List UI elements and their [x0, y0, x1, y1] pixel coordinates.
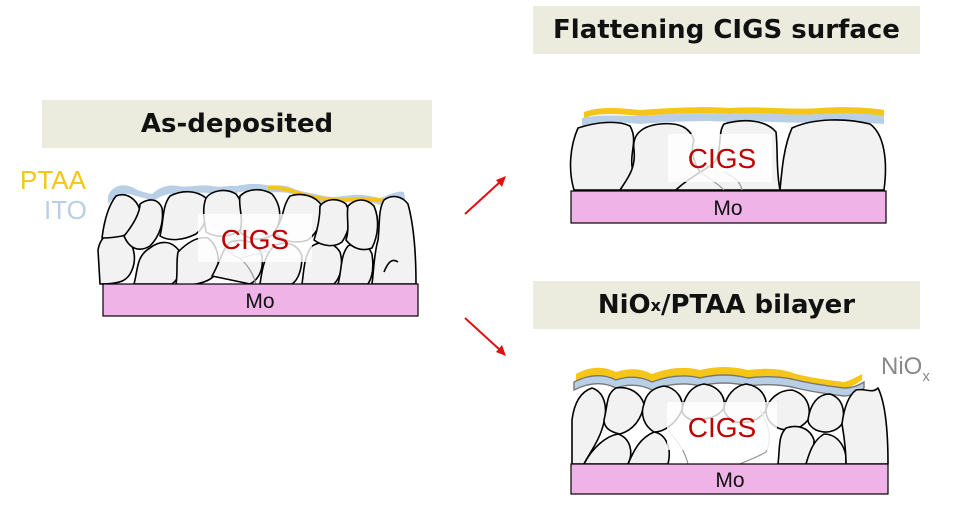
- cigs-label-left: CIGS: [221, 224, 289, 255]
- grain: [569, 121, 635, 191]
- ptaa-layer: [576, 367, 862, 388]
- cigs-label-bottom: CIGS: [688, 412, 756, 443]
- as-deposited-title: As-deposited: [42, 100, 432, 148]
- grain: [345, 199, 379, 251]
- niox-label-sub: x: [922, 368, 930, 385]
- grain: [123, 199, 164, 250]
- ptaa-layer: [584, 107, 884, 118]
- mo-substrate-left: [102, 283, 419, 317]
- mo-substrate-top: [570, 190, 887, 224]
- flattening-title: Flattening CIGS surface: [533, 6, 920, 54]
- bilayer-title-main: NiO: [597, 290, 651, 320]
- flattening-stack: CIGS Mo: [569, 107, 887, 224]
- mo-label-top: Mo: [713, 197, 742, 220]
- bilayer-title-sub: x: [650, 295, 661, 315]
- bilayer-title-rest: /PTAA bilayer: [660, 290, 856, 320]
- mo-substrate-bottom: [570, 463, 889, 495]
- grain: [603, 386, 645, 435]
- bilayer-stack: CIGS Mo: [570, 367, 889, 495]
- grain: [383, 259, 399, 273]
- ptaa-label: PTAA: [20, 165, 87, 195]
- arrow-down-right-icon: [464, 317, 506, 356]
- grain: [627, 431, 670, 465]
- flattening-title-text: Flattening CIGS surface: [553, 15, 900, 45]
- mo-label-left: Mo: [245, 290, 274, 313]
- grain: [779, 119, 887, 191]
- ptaa-layer: [268, 185, 390, 203]
- grain: [807, 393, 845, 433]
- niox-label-main: NiO: [881, 353, 922, 380]
- as-deposited-stack: CIGS Mo: [97, 183, 419, 317]
- cigs-label-top: CIGS: [688, 143, 756, 174]
- arrow-up-right-icon: [464, 176, 506, 215]
- grain: [841, 387, 889, 465]
- niox-label: NiOx: [881, 353, 930, 385]
- mo-label-bottom: Mo: [715, 469, 744, 492]
- ito-label: ITO: [44, 195, 87, 225]
- grain: [371, 195, 417, 285]
- grain: [313, 198, 351, 247]
- ito-layer: [582, 113, 884, 126]
- grain: [571, 387, 607, 465]
- as-deposited-title-text: As-deposited: [140, 109, 334, 139]
